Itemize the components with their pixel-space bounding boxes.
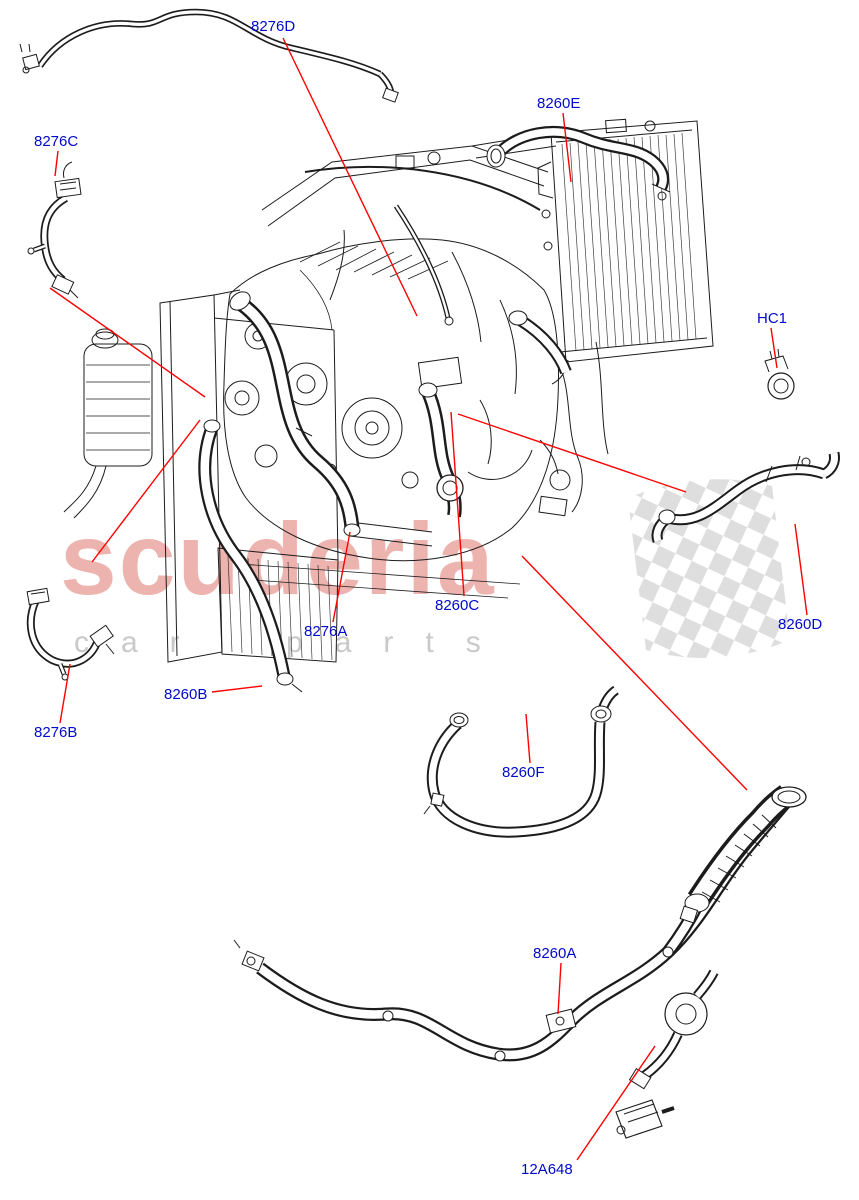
hose-8260A xyxy=(233,785,807,1090)
part-label-8260C[interactable]: 8260C xyxy=(435,597,480,614)
part-label-8276B[interactable]: 8276B xyxy=(34,724,78,741)
radiator-right-illustration xyxy=(537,118,714,385)
part-label-8276D[interactable]: 8276D xyxy=(251,18,296,35)
hose-8260C xyxy=(418,382,464,518)
part-label-8260E[interactable]: 8260E xyxy=(537,95,581,112)
engine-bleed-hose xyxy=(393,204,454,326)
engine-outlet-hose xyxy=(508,310,572,375)
part-label-12A648[interactable]: 12A648 xyxy=(521,1161,573,1178)
engine-block-illustration xyxy=(223,131,609,599)
hose-clamp-hc1 xyxy=(764,348,795,400)
hose-8276C xyxy=(27,161,82,299)
part-label-8276C[interactable]: 8276C xyxy=(34,133,79,150)
hose-8260E xyxy=(486,126,671,201)
part-label-8260F[interactable]: 8260F xyxy=(502,764,545,781)
radiator-left-illustration xyxy=(159,289,339,663)
part-label-8276A[interactable]: 8276A xyxy=(304,623,348,640)
hose-8276B xyxy=(26,587,115,681)
part-label-8260A[interactable]: 8260A xyxy=(533,945,577,962)
leader-lines xyxy=(49,37,808,1161)
part-label-8260D[interactable]: 8260D xyxy=(778,616,823,633)
hose-8276A xyxy=(229,291,361,537)
hose-8260D xyxy=(651,451,840,543)
hose-8276D xyxy=(19,8,399,103)
engine-illustration xyxy=(19,8,840,1139)
hose-8260B xyxy=(198,419,303,693)
part-label-HC1[interactable]: HC1 xyxy=(757,310,788,327)
expansion-tank-illustration xyxy=(63,328,153,519)
hose-8260F xyxy=(423,685,619,838)
connector-12A648 xyxy=(615,1099,675,1139)
part-label-8260B[interactable]: 8260B xyxy=(164,686,208,703)
